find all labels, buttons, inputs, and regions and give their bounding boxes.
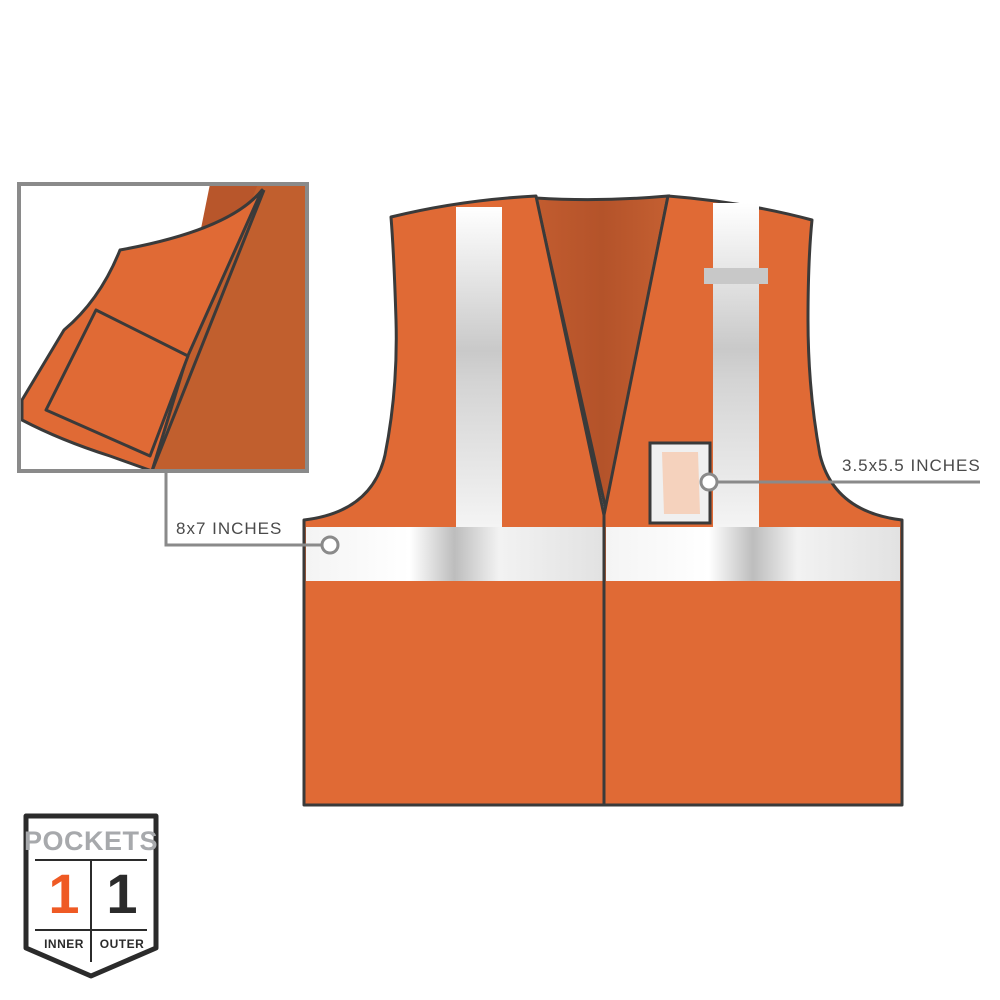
- inner-pocket-size-label: 8x7 INCHES: [176, 519, 283, 538]
- pockets-badge: POCKETS 1 1 INNER OUTER: [22, 812, 160, 980]
- badge-outer-count: 1: [106, 862, 138, 925]
- callout-dot-inner: [320, 535, 340, 555]
- callout-line-inner: [164, 473, 322, 547]
- badge-inner-label: INNER: [44, 937, 84, 951]
- mic-tab: [704, 268, 768, 284]
- badge-title: POCKETS: [23, 826, 159, 856]
- badge-inner-count: 1: [48, 862, 80, 925]
- inner-pocket: [44, 308, 190, 458]
- badge-shield-icon: [23, 813, 159, 979]
- reflective-band-right: [606, 527, 900, 581]
- outer-id-pocket-glare: [662, 452, 700, 514]
- outer-pocket-size-label: 3.5x5.5 INCHES: [842, 456, 981, 475]
- callout-dot-outer: [699, 472, 719, 492]
- reflective-band-left: [306, 527, 603, 581]
- inset-vest-edge: [152, 184, 307, 471]
- reflective-stripe-right: [713, 203, 759, 527]
- reflective-stripe-left: [456, 207, 502, 527]
- inset-detail: [19, 184, 307, 471]
- inset-frame: [17, 182, 309, 473]
- badge-outer-label: OUTER: [99, 937, 145, 951]
- vest-left-panel: [302, 194, 606, 807]
